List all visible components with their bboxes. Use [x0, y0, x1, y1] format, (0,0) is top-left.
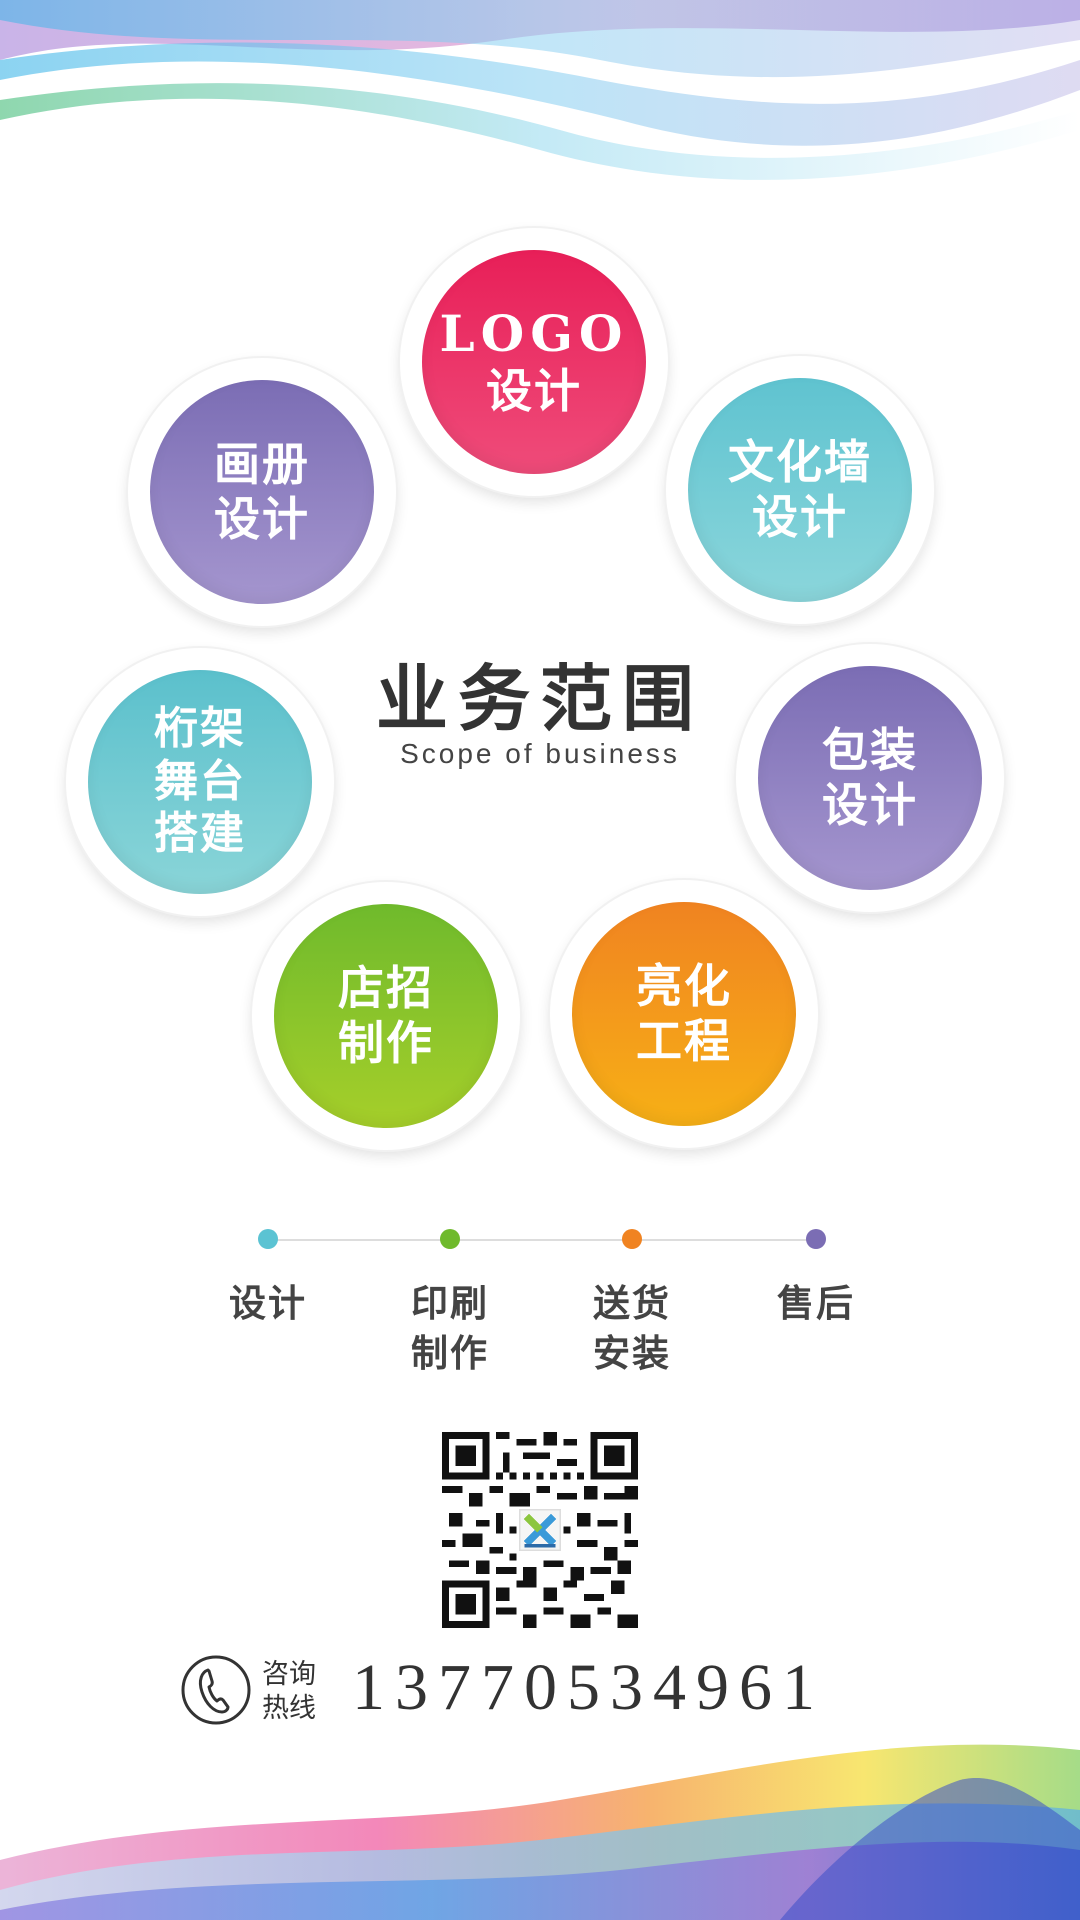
step-label-after-sales: 售后 [777, 1281, 855, 1325]
bubble-line: 设计 [486, 364, 582, 419]
page-subtitle: Scope of business [400, 738, 680, 769]
step-label-print: 印刷 制作 [411, 1281, 489, 1375]
hotline-label: 咨询 热线 [262, 1658, 332, 1726]
top-wave-decoration [0, 0, 1080, 180]
phone-number: 13770534961 [352, 1651, 825, 1724]
hotline-label-line: 咨询 [262, 1659, 316, 1690]
bubble-line: 桁架 [154, 702, 246, 754]
bubble-fill: 包装 设计 [758, 666, 982, 890]
service-bubble-lighting: 亮化 工程 [550, 880, 818, 1148]
bubble-line: 亮化 [636, 958, 732, 1013]
bubble-line: 设计 [822, 778, 918, 832]
step-label-delivery: 送货 安装 [593, 1281, 671, 1375]
bubble-line: 设计 [752, 490, 848, 544]
bubble-line: 工程 [636, 1014, 732, 1068]
bubble-fill: 桁架 舞台 搭建 [88, 670, 312, 894]
bottom-wave-decoration [0, 1744, 1080, 1920]
bubble-fill: 亮化 工程 [572, 902, 796, 1126]
service-bubble-brochure: 画册 设计 [128, 358, 396, 626]
bubble-line: 店招 [338, 960, 434, 1015]
service-bubble-truss-stage: 桁架 舞台 搭建 [66, 648, 334, 916]
bubble-line: 设计 [214, 492, 310, 546]
step-dot-design [258, 1229, 278, 1249]
bubble-line: LOGO [439, 304, 629, 364]
step-dot-after-sales [806, 1229, 826, 1249]
bubble-line: 包装 [822, 722, 918, 777]
bubble-fill: 画册 设计 [150, 380, 374, 604]
bubble-line: 舞台 [154, 755, 246, 807]
qr-code [442, 1432, 638, 1628]
hotline-label-line: 热线 [262, 1693, 316, 1724]
bubble-line: 搭建 [154, 808, 246, 860]
bubble-fill: LOGO 设计 [422, 250, 646, 474]
page-title: 业务范围 [375, 657, 704, 741]
steps-connector-line [268, 1239, 816, 1241]
step-dot-delivery [622, 1229, 642, 1249]
bubble-fill: 文化墙 设计 [688, 378, 912, 602]
service-bubble-signage: 店招 制作 [252, 882, 520, 1150]
step-label-design: 设计 [229, 1281, 307, 1325]
service-bubble-culture-wall: 文化墙 设计 [666, 356, 934, 624]
bubble-line: 文化墙 [728, 434, 872, 489]
service-bubble-packaging: 包装 设计 [736, 644, 1004, 912]
phone-icon [181, 1655, 251, 1725]
bubble-line: 制作 [338, 1016, 434, 1070]
step-dot-print [440, 1229, 460, 1249]
bubble-line: 画册 [214, 436, 310, 491]
bubble-fill: 店招 制作 [274, 904, 498, 1128]
service-bubble-logo: LOGO 设计 [400, 228, 668, 496]
